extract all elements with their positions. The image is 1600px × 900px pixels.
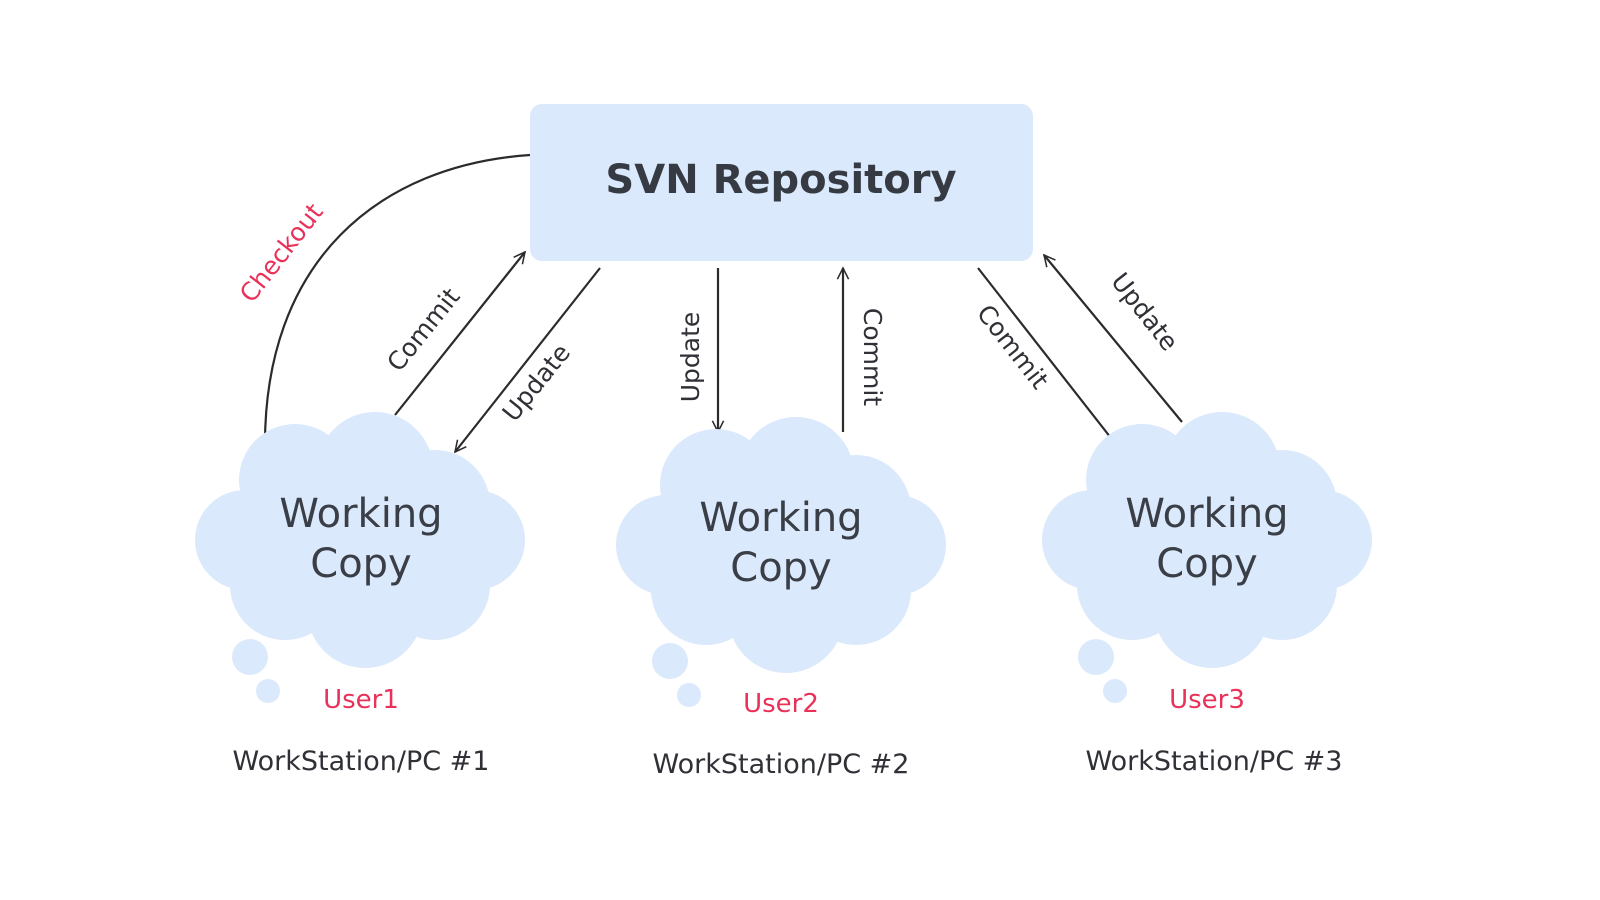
thought-bubble-large-1 (232, 639, 268, 675)
thought-bubble-small-3 (1103, 679, 1127, 703)
update-arrow-3 (1044, 255, 1183, 423)
working-copy-cloud-1 (195, 412, 525, 668)
thought-bubble-large-2 (652, 643, 688, 679)
update-arrow-1 (455, 267, 601, 452)
workstation-name-3: WorkStation/PC #3 (1086, 746, 1343, 777)
cloud-text-line2-2: Copy (730, 545, 831, 591)
cloud-text-line1-3: Working (1125, 491, 1288, 537)
svn-repository: SVN Repository (530, 104, 1033, 261)
commit-arrow-3 (977, 267, 1118, 447)
workstation-2: Update Commit Working Copy User2 WorkSta… (616, 268, 946, 780)
repository-box (530, 104, 1033, 261)
thought-bubble-small-1 (256, 679, 280, 703)
working-copy-cloud-3 (1042, 412, 1372, 668)
checkout-arrow (265, 153, 531, 452)
user-label-2: User2 (743, 689, 819, 719)
workstation-name-1: WorkStation/PC #1 (233, 746, 490, 777)
workstation-3: Commit Update Working Copy User3 WorkSta… (971, 255, 1372, 777)
update-label-2: Update (676, 312, 705, 403)
workstation-name-2: WorkStation/PC #2 (653, 749, 910, 780)
cloud-text-line1-2: Working (699, 495, 862, 541)
commit-label-1: Commit (381, 282, 465, 377)
checkout-label: Checkout (234, 198, 329, 308)
user-label-3: User3 (1169, 685, 1245, 715)
workstation-1: Commit Update Working Copy User1 WorkSta… (195, 252, 601, 777)
cloud-text-line1-1: Working (279, 491, 442, 537)
user-label-1: User1 (323, 685, 399, 715)
commit-arrow-1 (394, 252, 525, 416)
cloud-text-line2-3: Copy (1156, 541, 1257, 587)
repository-title: SVN Repository (605, 157, 956, 203)
cloud-text-line2-1: Copy (310, 541, 411, 587)
thought-bubble-small-2 (677, 683, 701, 707)
commit-label-2: Commit (858, 308, 887, 406)
thought-bubble-large-3 (1078, 639, 1114, 675)
